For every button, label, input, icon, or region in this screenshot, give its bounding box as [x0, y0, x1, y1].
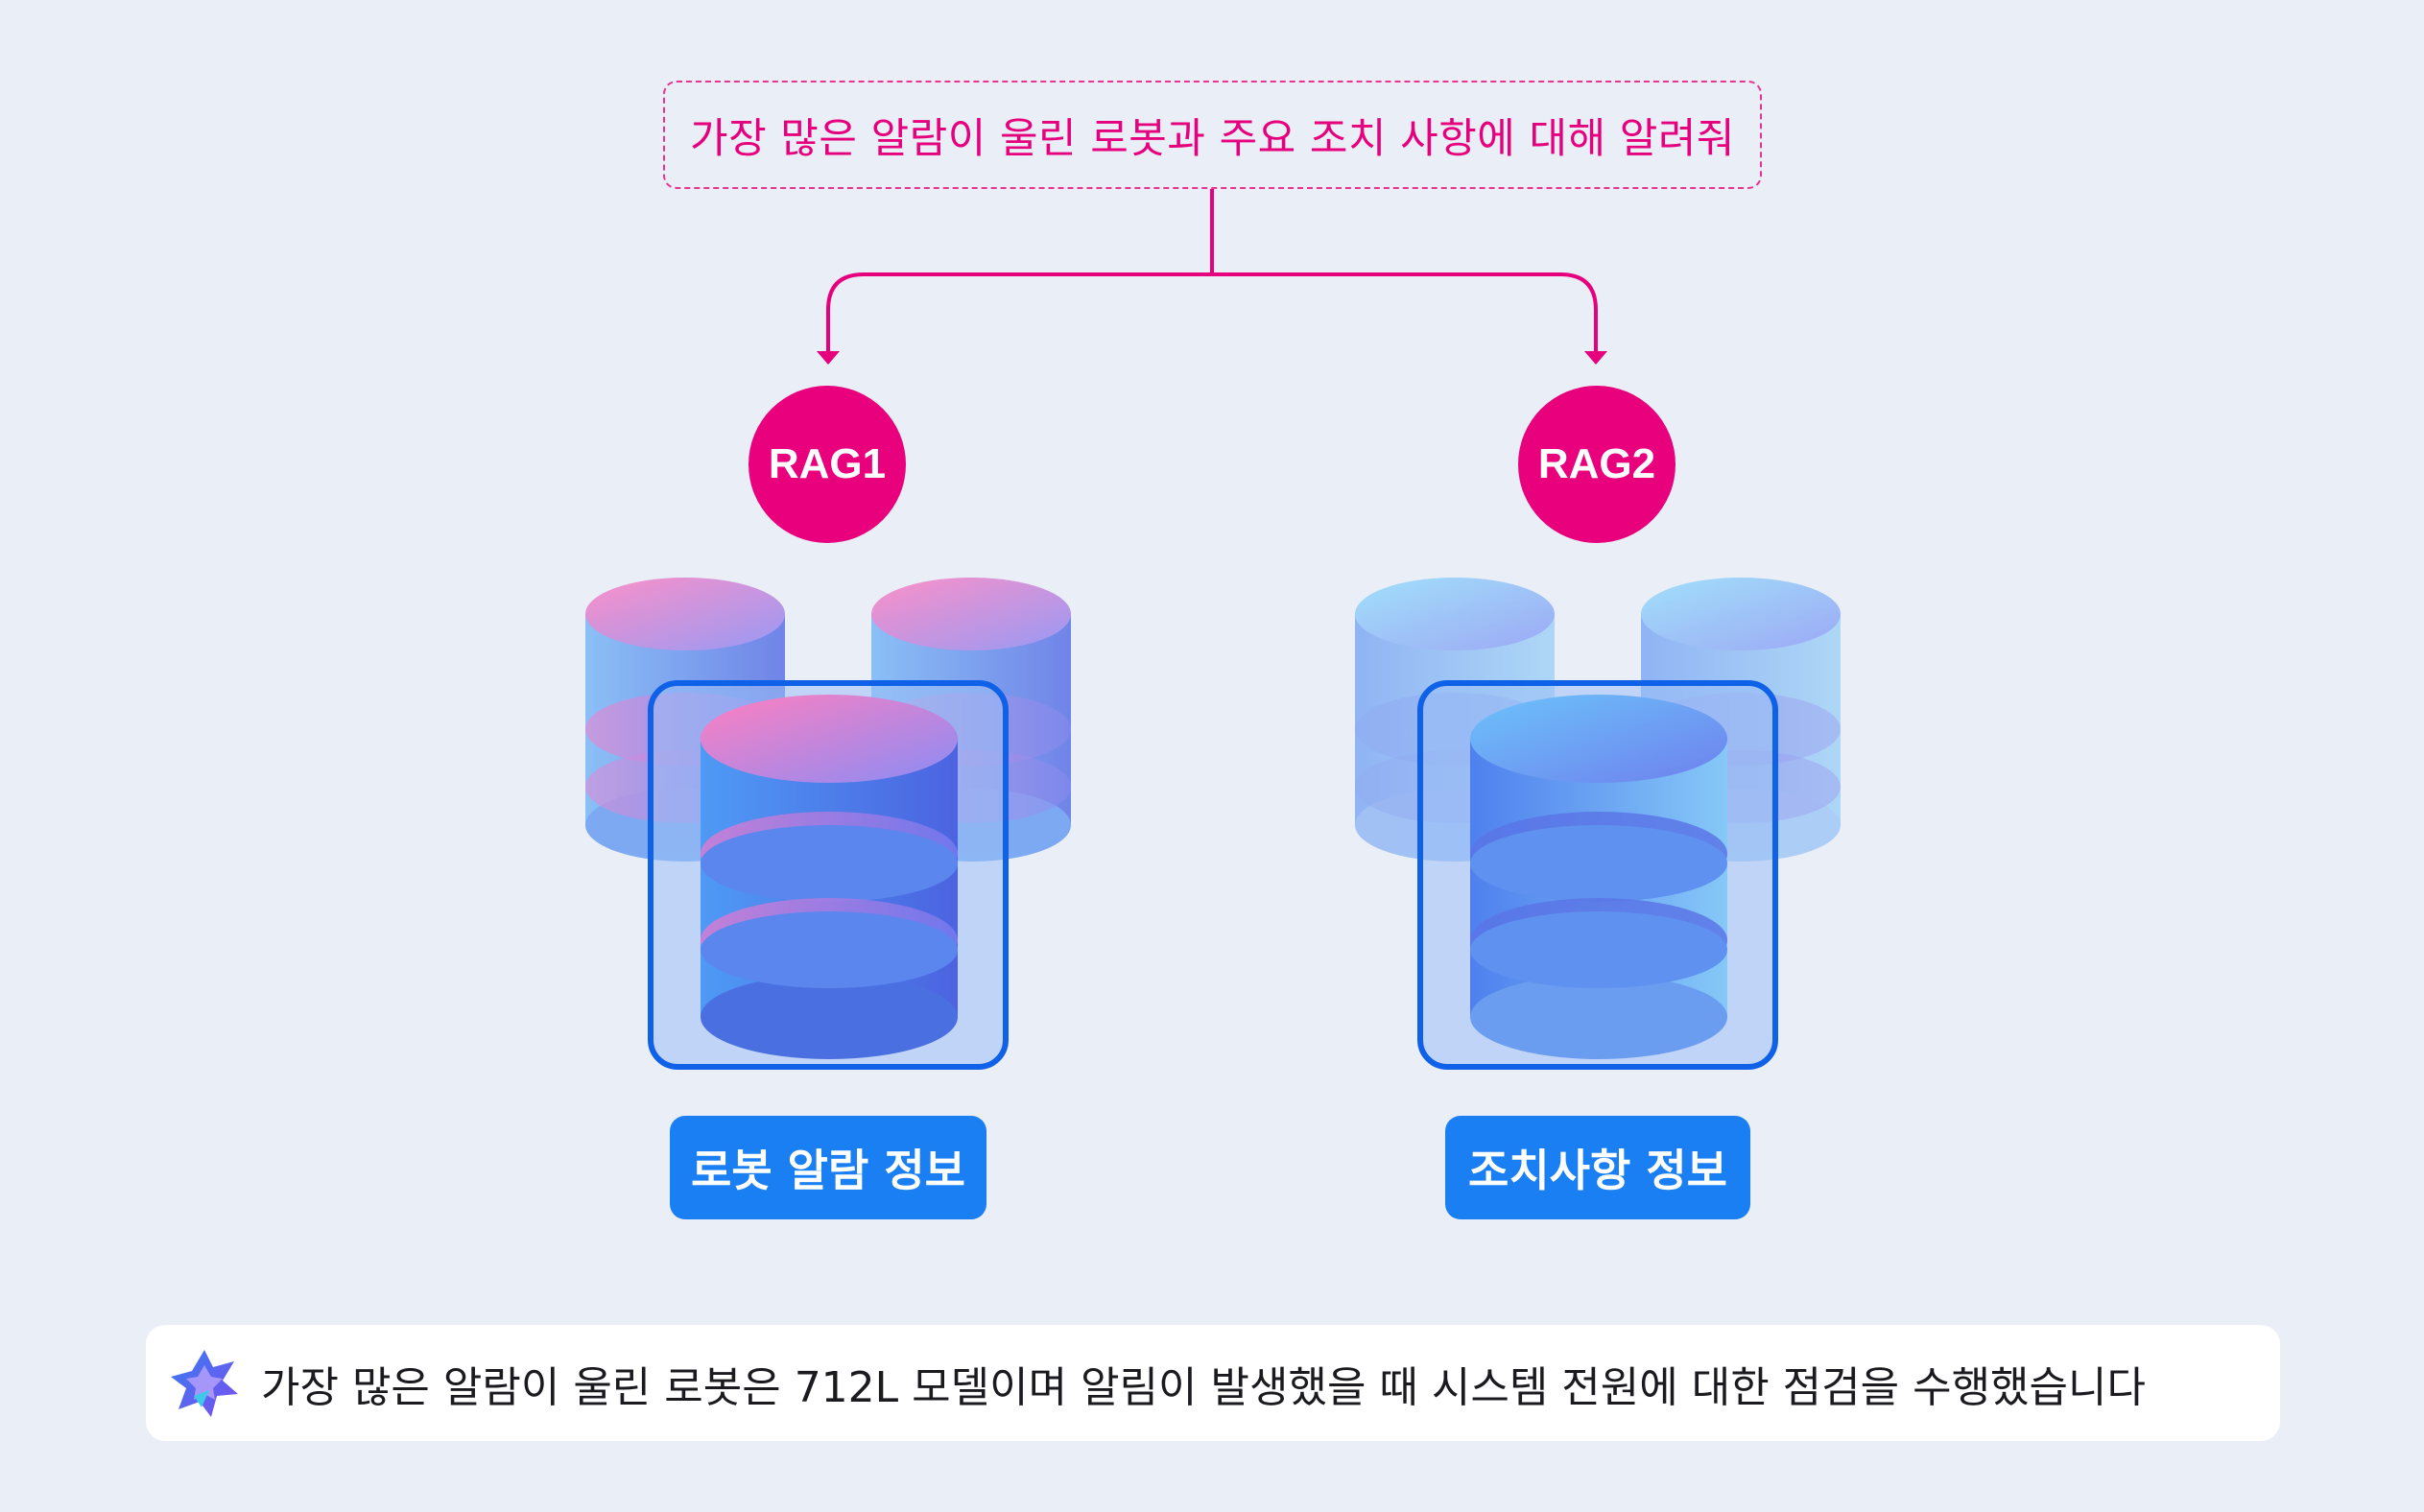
connector-branch-right	[1212, 272, 1598, 353]
rag2-label: RAG2	[1537, 440, 1656, 487]
rag2-node: RAG2	[1518, 386, 1675, 543]
rag1-label: RAG1	[768, 440, 887, 487]
rag1-data-label: 로봇 알람 정보	[670, 1116, 986, 1219]
arrowhead-right	[1584, 351, 1607, 365]
query-text: 가장 많은 알람이 울린 로봇과 주요 조치 사항에 대해 알려줘	[690, 114, 1735, 163]
database-group-2	[1355, 578, 1841, 1070]
ai-sparkle-icon	[171, 1349, 238, 1417]
rag1-data-label-text: 로봇 알람 정보	[691, 1145, 965, 1196]
database-group-1	[585, 578, 1071, 1070]
connector-branch-left	[826, 272, 1212, 353]
rag1-node: RAG1	[749, 386, 906, 543]
database-icon-front	[1470, 695, 1727, 1059]
database-icon-front	[701, 695, 958, 1059]
answer-box: 가장 많은 알람이 울린 로봇은 712L 모델이며 알림이 발생했을 때 시스…	[146, 1325, 2280, 1441]
answer-text: 가장 많은 알람이 울린 로봇은 712L 모델이며 알림이 발생했을 때 시스…	[261, 1362, 2146, 1412]
query-box: 가장 많은 알람이 울린 로봇과 주요 조치 사항에 대해 알려줘	[663, 81, 1762, 189]
arrowhead-left	[817, 351, 840, 365]
rag2-data-label: 조치사항 정보	[1445, 1116, 1750, 1219]
rag2-data-label-text: 조치사항 정보	[1468, 1145, 1727, 1196]
